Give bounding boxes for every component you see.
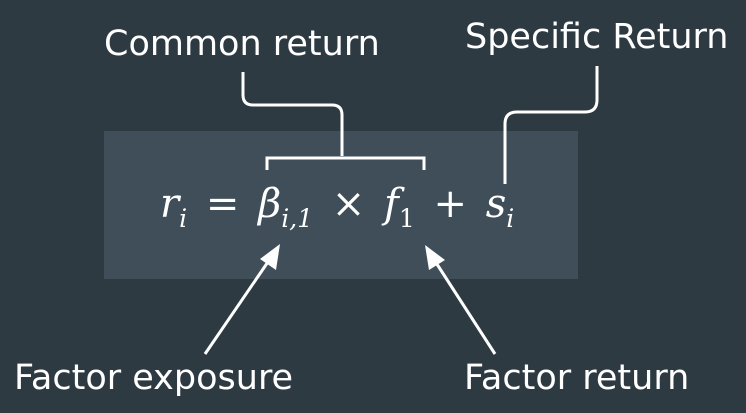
times-sign: ×	[331, 181, 366, 227]
specific-subscript: i	[506, 204, 515, 233]
beta-subscript: i,1	[281, 204, 314, 233]
equals-sign: =	[205, 181, 240, 227]
factor-variable: f	[384, 181, 399, 227]
return-variable: r	[160, 181, 180, 227]
common-return-label: Common return	[104, 24, 380, 64]
factor-exposure-label: Factor exposure	[14, 358, 294, 398]
return-subscript: i	[179, 204, 188, 233]
factor-exposure-arrow	[203, 255, 274, 355]
specific-variable: s	[485, 181, 507, 227]
plus-sign: +	[433, 181, 467, 227]
factor-exposure-arrowhead	[260, 244, 280, 270]
specific-return-connector	[503, 66, 599, 184]
common-return-bracket	[265, 156, 426, 170]
beta-symbol: β	[258, 181, 282, 227]
factor-return-arrowhead	[425, 245, 445, 270]
factor-model-equation: ri = βi,1 × f1 + si	[160, 181, 514, 231]
specific-return-label: Specific Return	[465, 17, 729, 57]
factor-return-arrow	[431, 257, 497, 355]
factor-subscript: 1	[398, 204, 415, 233]
common-return-connector	[241, 72, 344, 156]
factor-return-label: Factor return	[464, 358, 690, 398]
